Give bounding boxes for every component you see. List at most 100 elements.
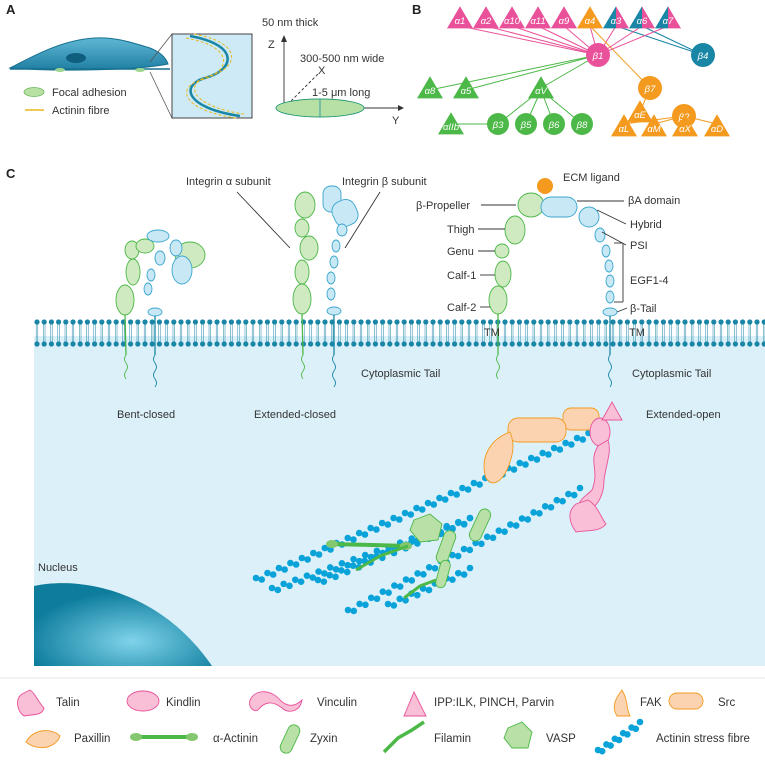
alpha-node-label: αE [634, 110, 646, 121]
alpha-node [655, 6, 681, 29]
plasma-membrane [34, 319, 765, 347]
alpha-node [603, 6, 629, 29]
alpha-node-label: α11 [530, 16, 545, 27]
beta-node-label: β8 [576, 120, 588, 131]
network-edge [429, 54, 599, 91]
legend-vinculin-label: Vinculin [317, 697, 357, 709]
alpha-node [417, 76, 443, 99]
src-shape [507, 417, 567, 443]
genu-label: Genu [447, 246, 474, 258]
bent-closed-label: Bent-closed [117, 409, 175, 421]
crosslinker-proteins [326, 508, 492, 600]
alpha-node [453, 76, 479, 99]
src-legend-icon [668, 692, 704, 710]
stress-fibre-legend-icon [594, 718, 644, 755]
focal-adhesion-mark [135, 68, 145, 72]
beta-node-label: β4 [697, 51, 709, 62]
beta-node [691, 43, 715, 67]
alpha-node [577, 6, 603, 29]
ipp-legend-icon [403, 690, 427, 717]
paxillin-shape [483, 431, 514, 484]
alpha-node-label: α4 [585, 16, 596, 27]
beta-propeller-label: β-Propeller [416, 200, 470, 212]
beta-tail-label: β-Tail [630, 303, 657, 315]
alpha-node [629, 6, 655, 29]
alpha-node-label: α1 [455, 16, 466, 27]
alpha-node [641, 114, 667, 137]
alpha-node-label: α3 [611, 16, 622, 27]
network-edge [511, 25, 599, 56]
egf-label: EGF1-4 [630, 275, 669, 287]
paxillin-legend-icon [25, 730, 61, 749]
network-edge [459, 25, 599, 56]
legend-vasp-label: VASP [546, 733, 576, 745]
beta-node-label: β5 [520, 120, 532, 131]
beta-node [515, 113, 537, 135]
panel-b-letter: B [412, 2, 421, 17]
tm-label-alpha: TM [484, 327, 500, 339]
beta-node [487, 113, 509, 135]
alpha-node [672, 114, 698, 137]
alpha-node [499, 6, 525, 29]
focal-adhesion-mark [55, 68, 65, 72]
talin-shape [569, 499, 607, 533]
panel-a-letter: A [6, 2, 16, 17]
alpha-node [438, 112, 464, 135]
thick-dim-label: 50 nm thick [262, 17, 319, 29]
beta-node-label: β3 [492, 120, 504, 131]
integrin-bent-closed [115, 229, 206, 388]
cell-nucleus [66, 53, 86, 63]
alpha-node [551, 6, 577, 29]
alpha-node-label: αV [535, 86, 548, 97]
beta-node [672, 104, 696, 128]
alpha-node-label: α5 [461, 86, 472, 97]
vasp-shape [409, 513, 443, 543]
integrin-alpha-subunit-labeled [488, 192, 545, 380]
long-dim-label: 1-5 μm long [312, 87, 370, 99]
cell-shape [8, 37, 169, 71]
axis-x [283, 73, 319, 109]
beta-node [586, 43, 610, 67]
alpha-node [611, 114, 637, 137]
alpha-node-label: α6 [637, 16, 648, 27]
ecm-ligand-label: ECM ligand [563, 172, 620, 184]
zyxin-shape [468, 508, 492, 542]
alpha-node-label: αIIb [443, 122, 459, 133]
adaptor-complex [483, 401, 623, 533]
beta-node [571, 113, 593, 135]
legend-alpha-actinin-label: α-Actinin [213, 733, 258, 745]
beta-node-label: β6 [548, 120, 560, 131]
bottom-legend: Talin Kindlin Vinculin IPP:ILK, PINCH, P… [17, 689, 750, 755]
wide-dim-label: 300-500 nm wide [300, 53, 384, 65]
cytoplasmic-tail-label-alpha: Cytoplasmic Tail [361, 368, 440, 380]
network-edge [485, 25, 599, 56]
calf1-label: Calf-1 [447, 270, 476, 282]
integrin-beta-label: Integrin β subunit [342, 176, 427, 188]
alpha-actinin-shape [329, 542, 411, 548]
extended-open-label: Extended-open [646, 409, 721, 421]
alpha-node [528, 76, 554, 99]
focal-adhesion-legend-icon [23, 87, 45, 97]
alpha-node [525, 6, 551, 29]
ipp-shape [601, 401, 623, 421]
alpha-node [447, 6, 473, 29]
vasp-legend-icon [503, 721, 533, 749]
network-edge [597, 25, 669, 56]
axis-x-label: X [318, 65, 326, 77]
thigh-label: Thigh [447, 224, 475, 236]
network-edge [589, 25, 651, 89]
alpha-node [704, 114, 730, 137]
beta-node [543, 113, 565, 135]
cytoplasm-area [34, 336, 765, 666]
legend-src-label: Src [718, 697, 736, 709]
alpha-node-label: αM [647, 124, 660, 135]
vinculin-legend-icon [249, 691, 303, 712]
beta-node-label: β1 [592, 51, 604, 62]
zyxin-legend-icon [279, 724, 301, 754]
alpha-node-label: αD [711, 124, 723, 135]
alpha-node [473, 6, 499, 29]
network-edge [615, 25, 704, 56]
alpha-node-label: αL [619, 124, 630, 135]
alpha-node-label: α9 [559, 16, 570, 27]
